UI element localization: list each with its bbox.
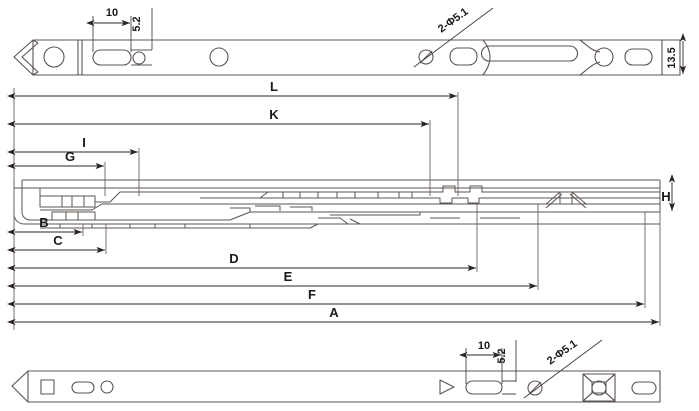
middle-section-view bbox=[13, 179, 661, 229]
dimension-label-i: I bbox=[82, 135, 86, 150]
dimension-label-c: C bbox=[53, 233, 63, 248]
dimension-label-l: L bbox=[270, 79, 278, 94]
witness-lines bbox=[13, 88, 661, 330]
dimension-lines: LK IG BC D EFA bbox=[7, 79, 659, 326]
dimension-d: D bbox=[7, 251, 476, 272]
dimension-a: A bbox=[7, 305, 659, 326]
callout-bottom-width: 10 bbox=[478, 340, 490, 352]
dimension-c: C bbox=[7, 233, 105, 254]
dimension-label-b: B bbox=[39, 215, 48, 230]
callout-top-depth: 5.2 bbox=[131, 16, 143, 31]
dim-bottom-width: 10 bbox=[459, 340, 503, 384]
dimension-label-g: G bbox=[65, 149, 75, 164]
dimension-b: B bbox=[7, 215, 82, 236]
dimension-e: E bbox=[7, 269, 537, 290]
dimension-k: K bbox=[7, 107, 429, 128]
dim-bottom-depth: 5.2 bbox=[496, 340, 517, 382]
dim-top-depth: 5.2 bbox=[131, 8, 153, 50]
top-view bbox=[13, 39, 681, 76]
dimension-label-f: F bbox=[308, 287, 316, 302]
dimension-label-k: K bbox=[269, 107, 279, 122]
callout-middle-height: H bbox=[661, 189, 670, 204]
dimension-label-e: E bbox=[284, 269, 293, 284]
dimension-label-a: A bbox=[329, 305, 339, 320]
dim-top-height: 13.5 bbox=[666, 33, 687, 74]
bottom-view bbox=[11, 370, 661, 403]
dimension-label-d: D bbox=[229, 251, 238, 266]
dimension-l: L bbox=[7, 79, 457, 100]
callout-top-width: 10 bbox=[106, 7, 118, 19]
dim-middle-height: H bbox=[661, 174, 676, 211]
dimension-f: F bbox=[7, 287, 644, 308]
dimension-i: I bbox=[7, 135, 138, 156]
callout-top-height: 13.5 bbox=[666, 47, 678, 68]
dim-top-width: 10 bbox=[86, 7, 132, 52]
callout-bottom-depth: 5.2 bbox=[496, 348, 508, 363]
dimension-g: G bbox=[7, 149, 104, 170]
